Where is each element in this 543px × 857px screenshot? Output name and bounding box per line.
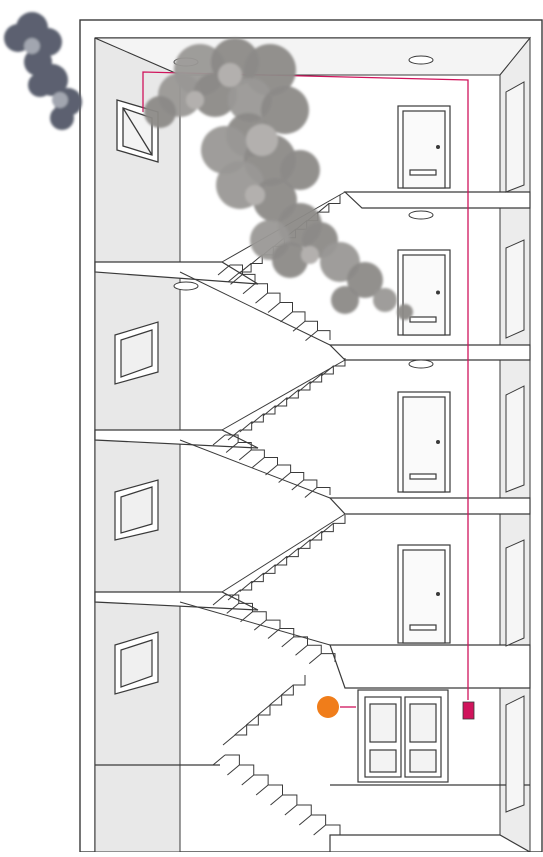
smoke-highlight bbox=[246, 124, 278, 156]
apartment-door-3 bbox=[398, 392, 450, 492]
outside-smoke bbox=[4, 12, 82, 130]
outside-smoke-puff bbox=[28, 73, 52, 97]
smoke-highlight bbox=[245, 185, 265, 205]
apartment-door-2 bbox=[398, 250, 450, 335]
control-panel-icon bbox=[463, 702, 474, 719]
outside-smoke-highlight bbox=[24, 38, 40, 54]
outside-smoke-highlight bbox=[52, 92, 68, 108]
apartment-door-4 bbox=[398, 545, 450, 643]
smoke-highlight bbox=[186, 91, 204, 109]
ground-floor bbox=[330, 835, 530, 852]
smoke-highlight bbox=[218, 63, 242, 87]
landing-right-1 bbox=[345, 192, 530, 208]
smoke-puff bbox=[144, 96, 176, 128]
manual-call-point-icon bbox=[317, 696, 339, 718]
landing-right-2 bbox=[330, 345, 530, 360]
entrance-double-doors bbox=[358, 690, 448, 782]
landing-right-3 bbox=[330, 498, 530, 514]
left-side-wall bbox=[95, 38, 180, 852]
landing-right-4 bbox=[330, 645, 530, 688]
smoke-puff bbox=[397, 304, 413, 320]
smoke-puff bbox=[373, 288, 397, 312]
smoke-highlight bbox=[301, 246, 319, 264]
apartment-door-1 bbox=[398, 106, 450, 188]
smoke-puff bbox=[331, 286, 359, 314]
outside-smoke-puff bbox=[50, 106, 74, 130]
